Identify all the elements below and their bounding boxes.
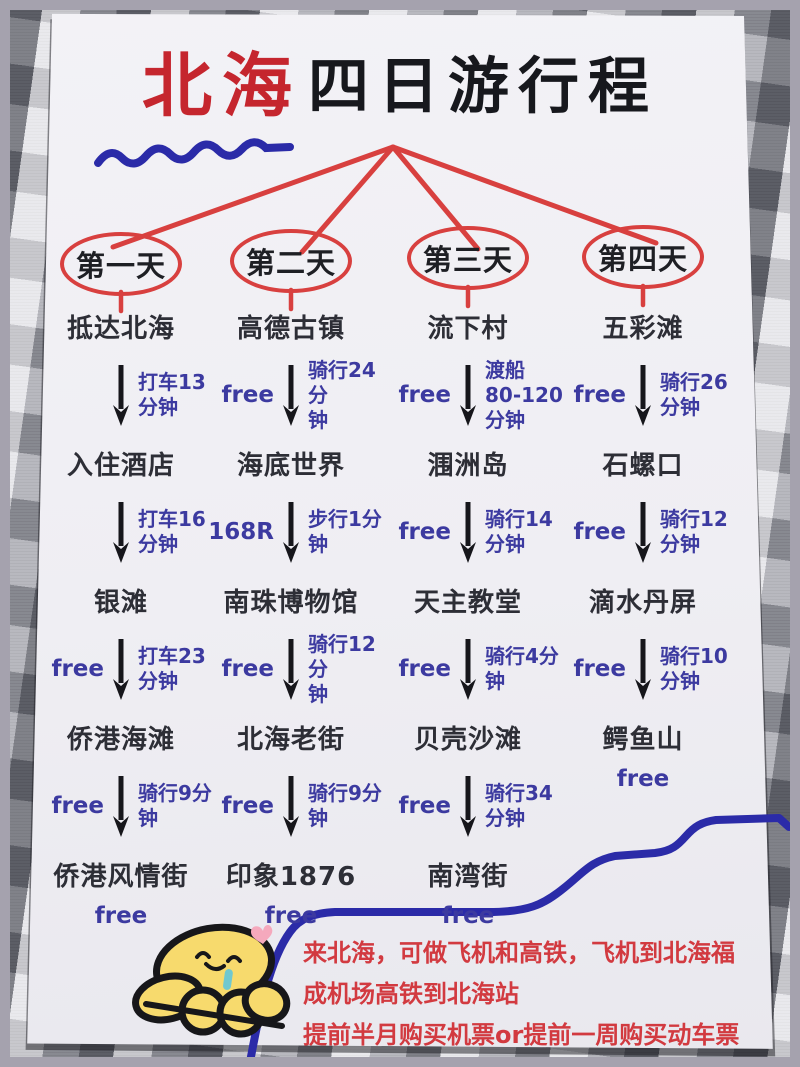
down-arrow-icon [283,639,299,700]
leg-connector: free 骑行12分 钟 [187,621,395,717]
price-label: 168R [208,519,274,545]
day-3-badge: 第三天 [407,226,529,290]
title-rest: 四日游行程 [307,50,658,122]
stop-name: 侨港风情街 [53,862,189,892]
transit-label: 骑行4分钟 [485,644,559,693]
day-label: 第三天 [422,243,513,277]
price-label: free [616,766,670,792]
stop-name: 抵达北海 [66,314,175,344]
down-arrow-icon [113,502,129,563]
day-label: 第一天 [75,249,166,283]
down-arrow-icon [283,776,299,837]
leg-connector: free 骑行26分钟 [539,347,747,443]
stop-name: 高德古镇 [236,314,345,344]
stop-name: 石螺口 [602,451,684,481]
day-4-column: 五彩滩 free 骑行26分钟石螺口 free 骑行12分钟滴水丹屏 free 骑行10分钟… [539,306,747,792]
title-highlight: 北海 [141,44,302,127]
down-arrow-icon [460,639,476,700]
transit-label: 骑行26分钟 [660,370,728,419]
leg-connector: 168R 步行1分钟 [187,484,395,580]
price-label: free [441,903,495,929]
stop-name: 贝壳沙滩 [413,725,522,755]
leg-connector: 打车16 分钟 [17,484,225,580]
price-label: free [398,382,451,408]
price-label: free [51,656,104,682]
price-label: free [264,903,318,929]
transit-label: 渡船 80-120 分钟 [485,357,563,432]
leg-connector: free 骑行24分 钟 [187,347,395,443]
travel-note-line: 成机场高铁到北海站 [303,980,519,1008]
down-arrow-icon [460,365,476,426]
transit-label: 打车16 分钟 [138,507,206,556]
stop-name: 南珠博物馆 [223,588,359,618]
leg-connector: free 骑行14分钟 [364,484,572,580]
down-arrow-icon [460,776,476,837]
down-arrow-icon [283,365,299,426]
stop-name: 北海老街 [236,725,345,755]
day-label: 第二天 [245,246,336,280]
down-arrow-icon [635,502,651,563]
leg-connector: 打车13 分钟 [17,347,225,443]
transit-label: 骑行24分 钟 [308,357,376,432]
travel-note-line: 来北海，可做飞机和高铁，飞机到北海福 [303,939,735,967]
stop-name: 南湾街 [427,862,509,892]
stop-name: 涠洲岛 [427,451,509,481]
price-label: free [221,656,274,682]
price-label: free [398,793,451,819]
transit-label: 骑行12分 钟 [308,631,376,706]
down-arrow-icon [460,502,476,563]
day-2-badge: 第二天 [230,229,352,293]
down-arrow-icon [113,776,129,837]
down-arrow-icon [113,639,129,700]
transit-label: 打车13 分钟 [138,370,206,419]
price-label: free [51,793,104,819]
stop-name: 五彩滩 [602,314,684,344]
stop-name: 入住酒店 [66,451,175,481]
price-label: free [221,382,274,408]
price-label: free [94,903,148,929]
leg-connector: free 骑行10分钟 [539,621,747,717]
stop-name: 流下村 [427,314,509,344]
leg-connector: free 渡船 80-120 分钟 [364,347,572,443]
transit-label: 骑行9分钟 [138,781,212,830]
day-label: 第四天 [597,242,688,276]
price-label: free [573,656,626,682]
leg-connector: free 骑行4分钟 [364,621,572,717]
price-label: free [573,382,626,408]
day-4-badge: 第四天 [582,225,704,289]
travel-note-line: 提前半月购买机票or提前一周购买动车票 [303,1021,740,1049]
transit-label: 骑行14分钟 [485,507,553,556]
stop-name: 印象1876 [225,862,357,892]
stop-name: 天主教堂 [413,588,522,618]
page-title: 北海四日游行程 [0,28,800,132]
transit-label: 步行1分钟 [308,507,382,556]
price-label: free [398,656,451,682]
down-arrow-icon [635,365,651,426]
transit-label: 打车23 分钟 [138,644,206,693]
price-label: free [221,793,274,819]
stop-name: 银滩 [93,588,148,618]
down-arrow-icon [283,502,299,563]
transit-label: 骑行12分钟 [660,507,728,556]
stop-name: 鳄鱼山 [602,725,684,755]
price-label: free [398,519,451,545]
stop-name: 滴水丹屏 [588,588,697,618]
down-arrow-icon [113,365,129,426]
stop-name: 海底世界 [236,451,345,481]
stop-name: 侨港海滩 [66,725,175,755]
travel-note: 来北海，可做飞机和高铁，飞机到北海福 成机场高铁到北海站 提前半月购买机票or提… [303,933,785,1056]
leg-connector: free 打车23 分钟 [17,621,225,717]
price-label: free [573,519,626,545]
leg-connector: free 骑行9分钟 [17,758,225,854]
down-arrow-icon [635,639,651,700]
day-1-badge: 第一天 [60,232,182,296]
transit-label: 骑行10分钟 [660,644,728,693]
leg-connector: free 骑行12分钟 [539,484,747,580]
